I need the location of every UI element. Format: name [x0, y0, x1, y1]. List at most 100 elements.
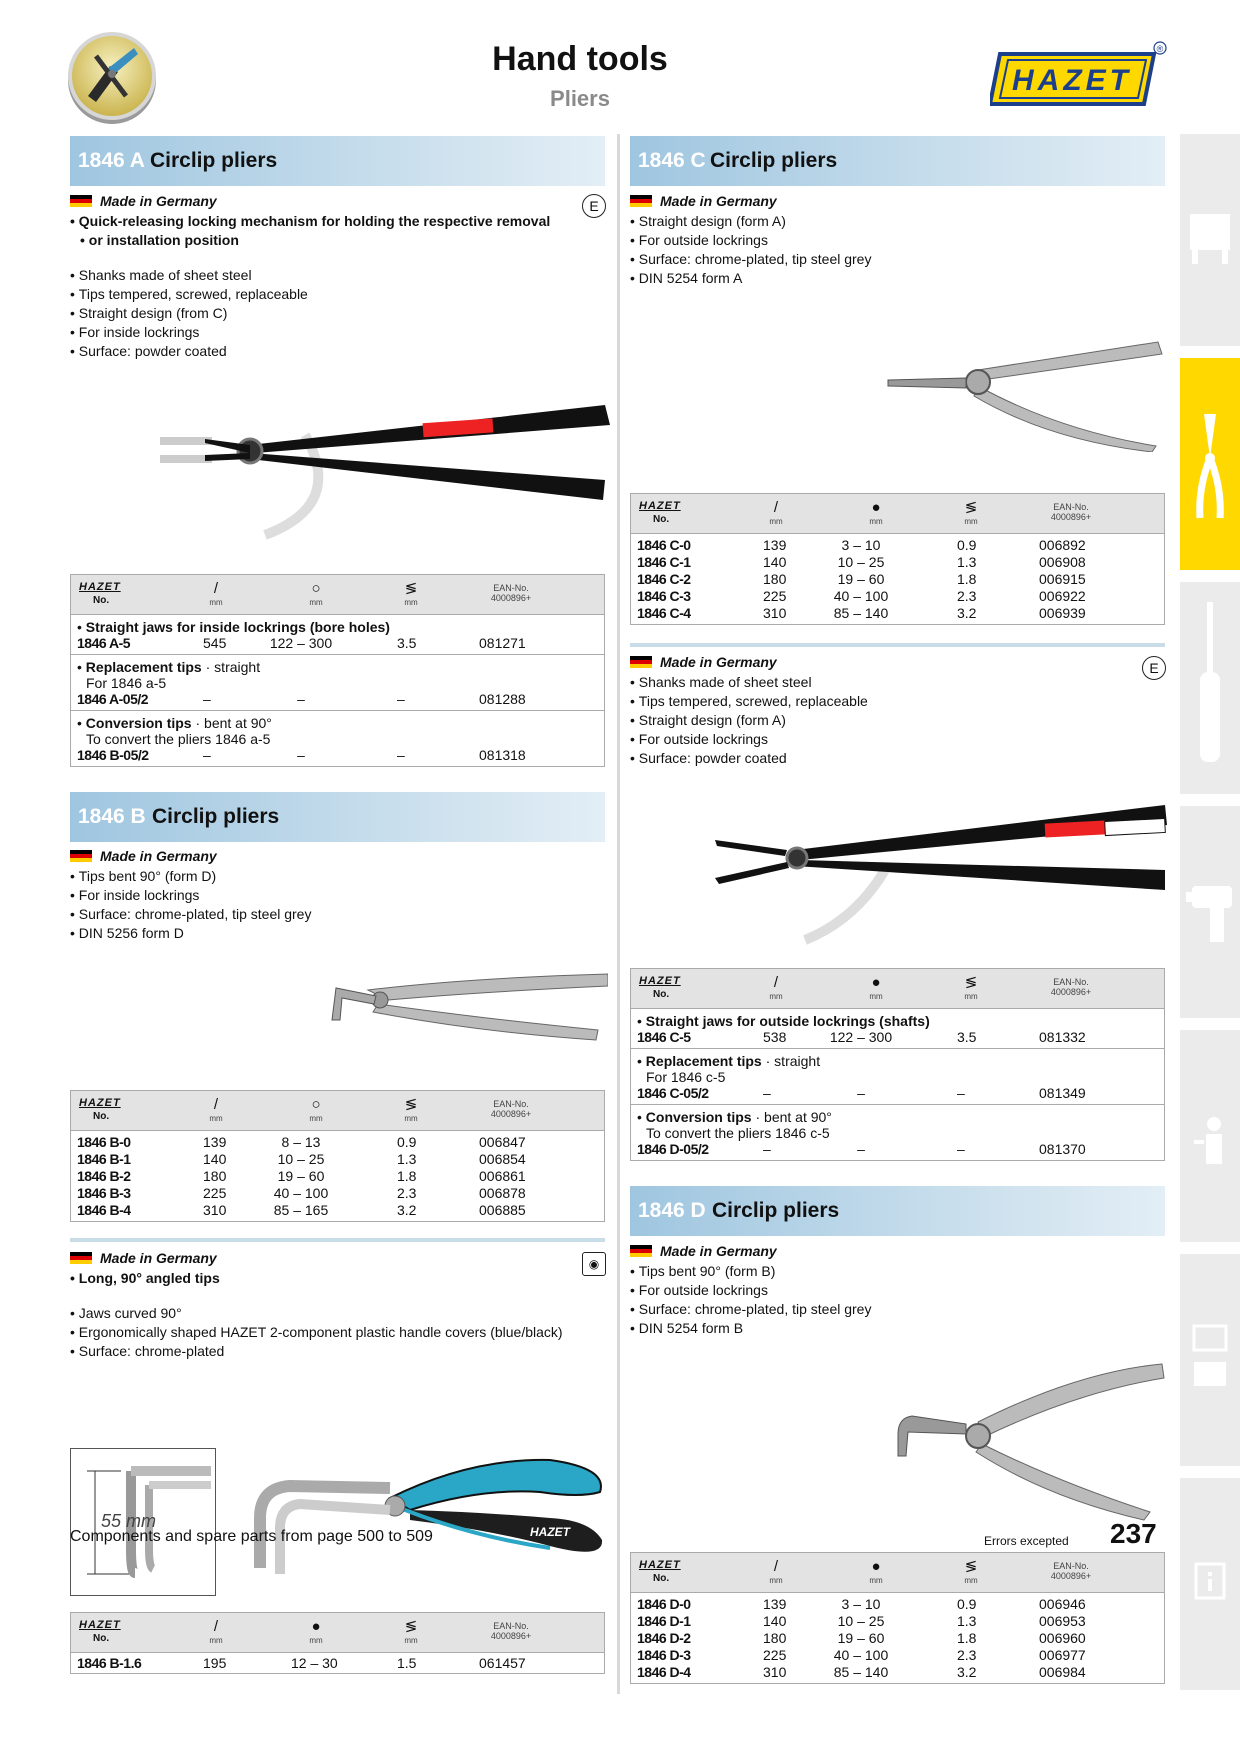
list-item: Shanks made of sheet steel [70, 266, 590, 285]
cell-no: 1846 B-05/2 [77, 747, 149, 763]
cell-no: 1846 C-2 [637, 571, 691, 587]
section-divider [70, 1238, 605, 1242]
side-tab-screwdrivers[interactable] [1180, 582, 1240, 794]
section-code: 1846 A [78, 149, 145, 172]
side-tab-workshop[interactable] [1180, 134, 1240, 346]
section-name: Circlip pliers [712, 1199, 840, 1222]
side-tab-service[interactable] [1180, 1030, 1240, 1242]
cell-t: 1.3 [957, 1613, 977, 1629]
cell-l: 139 [763, 1596, 787, 1612]
cell-t: 2.3 [957, 1647, 977, 1663]
cell-no: 1846 C-5 [637, 1029, 691, 1045]
list-item: Tips bent 90° (form D) [70, 867, 590, 886]
list-item: Straight design (from C) [70, 304, 590, 323]
cell-l: 180 [203, 1168, 227, 1184]
cell-t: – [957, 1085, 965, 1101]
section-divider [630, 643, 1165, 647]
list-item: Surface: chrome-plated, tip steel grey [70, 905, 590, 924]
cell-ean: 081370 [1039, 1141, 1086, 1157]
made-in-germany: Made in Germany [630, 1243, 777, 1259]
cell-t: 0.9 [957, 1596, 977, 1612]
cell-l: 538 [763, 1029, 787, 1045]
cell-ean: 081349 [1039, 1085, 1086, 1101]
cell-ean: 006953 [1039, 1613, 1086, 1629]
made-in-germany: Made in Germany [630, 193, 777, 209]
side-tab-hand-tools[interactable] [1180, 358, 1240, 570]
table-row: 1846 A-05/2–––081288 [71, 691, 604, 708]
inside-lockring-symbol-icon: ◉ [582, 1252, 606, 1276]
cell-ean: 006861 [479, 1168, 526, 1184]
table-group: • Straight jaws for outside lockrings (s… [631, 1009, 1164, 1049]
cell-t: 2.3 [397, 1185, 417, 1201]
cell-range: 85 – 165 [273, 1202, 329, 1218]
vehicle-lift-icon [1192, 1324, 1228, 1386]
cell-ean: 006908 [1039, 554, 1086, 570]
side-tab-power-tools[interactable] [1180, 806, 1240, 1018]
section-name: Circlip pliers [710, 149, 838, 172]
drill-icon [1186, 886, 1232, 942]
cell-ean: 006878 [479, 1185, 526, 1201]
list-item-cont: or installation position [70, 231, 590, 250]
section-code: 1846 D [638, 1199, 706, 1222]
section-header-1846c: 1846 C Circlip pliers [630, 136, 1165, 186]
table-group: • Conversion tips · bent at 90°To conver… [631, 1105, 1164, 1158]
section-header-1846d: 1846 D Circlip pliers [630, 1186, 1165, 1236]
cell-no: 1846 A-5 [77, 635, 131, 651]
germany-flag-icon [630, 1244, 652, 1258]
list-item: Straight design (form A) [630, 212, 1150, 231]
cell-ean: 006977 [1039, 1647, 1086, 1663]
page-title: Hand tools [492, 40, 668, 78]
cell-no: 1846 A-05/2 [77, 691, 149, 707]
cell-t: 0.9 [397, 1134, 417, 1150]
cell-no: 1846 B-3 [77, 1185, 131, 1201]
side-tab-vehicles[interactable] [1180, 1254, 1240, 1466]
cell-l: – [203, 691, 211, 707]
cell-no: 1846 D-0 [637, 1596, 691, 1612]
cell-l: 310 [763, 1664, 787, 1680]
side-tab-info[interactable] [1180, 1478, 1240, 1690]
cell-ean: 006984 [1039, 1664, 1086, 1680]
cell-l: – [763, 1085, 771, 1101]
cell-t: 3.5 [397, 635, 417, 651]
table-group: • Conversion tips · bent at 90°To conver… [71, 711, 604, 764]
germany-flag-icon [70, 1251, 92, 1265]
cell-no: 1846 D-05/2 [637, 1141, 709, 1157]
cell-l: 139 [763, 537, 787, 553]
cell-l: – [763, 1141, 771, 1157]
cell-range: 19 – 60 [837, 1630, 885, 1646]
group-title: • Replacement tips · straight [77, 659, 261, 675]
cell-no: 1846 D-4 [637, 1664, 691, 1680]
cell-t: 3.2 [957, 605, 977, 621]
made-in-germany: Made in Germany [70, 1250, 217, 1266]
page-subtitle: Pliers [550, 86, 610, 111]
cell-range: 3 – 10 [841, 1596, 881, 1612]
pliers-1846b-image [318, 968, 608, 1048]
cell-ean: 081288 [479, 691, 526, 707]
hazet-logo: HAZET ® [987, 40, 1172, 112]
table-row: 1846 D-05/2–––081370 [631, 1141, 1164, 1158]
section-name: Circlip pliers [152, 805, 280, 828]
group-subtitle: To convert the pliers 1846 a-5 [86, 731, 271, 747]
cell-no: 1846 C-3 [637, 588, 691, 604]
section-header-1846a: 1846 A Circlip pliers [70, 136, 605, 186]
cell-l: 139 [203, 1134, 227, 1150]
table-row: 1846 C-05/2–––081349 [631, 1085, 1164, 1102]
cell-no: 1846 B-1 [77, 1151, 131, 1167]
cell-l: 310 [763, 605, 787, 621]
cell-range: 10 – 25 [837, 1613, 885, 1629]
cell-t: 1.3 [957, 554, 977, 570]
group-title: • Replacement tips · straight [637, 1053, 821, 1069]
e-symbol-icon: E [582, 194, 606, 218]
table-row: 1846 B-05/2–––081318 [71, 747, 604, 764]
